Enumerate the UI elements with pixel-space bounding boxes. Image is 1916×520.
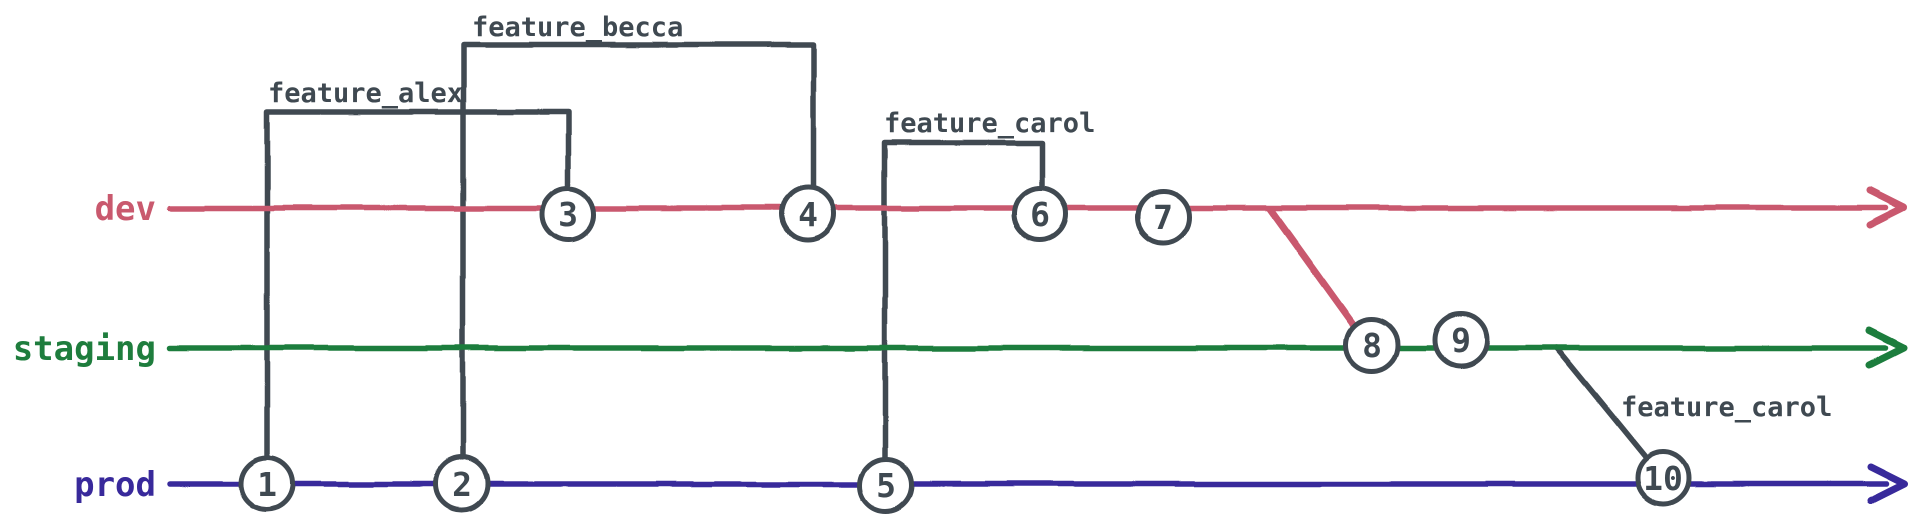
commit-number: 1	[257, 465, 277, 504]
branch-label-dev: dev	[95, 189, 156, 229]
merge-dev-to-staging-path	[1266, 205, 1367, 342]
branch-label-staging: staging	[13, 329, 156, 369]
feature-carol-label: feature_carol	[884, 108, 1095, 139]
commit-circle-3	[539, 185, 597, 243]
commit-number: 3	[558, 195, 578, 234]
branch-labels: dev staging prod	[13, 189, 156, 505]
commit-number: 10	[1643, 459, 1683, 498]
commit-circle-8	[1343, 316, 1401, 374]
feature-labels: feature_alex feature_becca feature_carol…	[268, 12, 1832, 423]
feature-carol-branch-path	[882, 140, 1045, 462]
feature-carol-merge-label: feature_carol	[1621, 392, 1832, 423]
commit-circle-5	[857, 456, 915, 514]
commit-circle-6	[1011, 185, 1069, 243]
feature-becca-branch-path	[460, 42, 816, 462]
commit-number: 6	[1030, 195, 1050, 234]
feature-alex-branch-path	[264, 109, 571, 461]
commit-circle-2	[433, 455, 491, 513]
commit-circle-7	[1134, 188, 1192, 246]
commit-number: 5	[876, 466, 896, 505]
feature-becca-label: feature_becca	[472, 12, 683, 43]
commit-circle-1	[238, 455, 296, 513]
commit-number: 4	[798, 195, 818, 234]
commit-number: 8	[1362, 326, 1382, 365]
commit-number: 9	[1451, 321, 1471, 360]
commit-circle-4	[779, 185, 837, 243]
feature-branch-paths	[264, 42, 1653, 466]
branch-label-prod: prod	[74, 465, 156, 505]
feature-carol-merge-path	[1553, 345, 1653, 466]
commit-circle-9	[1432, 311, 1490, 369]
feature-alex-label: feature_alex	[268, 78, 463, 109]
dev-arrow-right-icon	[1866, 187, 1908, 229]
commit-number: 7	[1153, 198, 1173, 237]
commit-nodes	[238, 185, 1692, 514]
prod-arrow-right-icon	[1866, 463, 1908, 505]
commit-numbers: 1 2 3 4 5 6 7 8 9 10	[257, 195, 1683, 505]
commit-number: 2	[452, 465, 472, 504]
staging-arrow-right-icon	[1866, 327, 1908, 369]
commit-circle-10	[1634, 449, 1692, 507]
